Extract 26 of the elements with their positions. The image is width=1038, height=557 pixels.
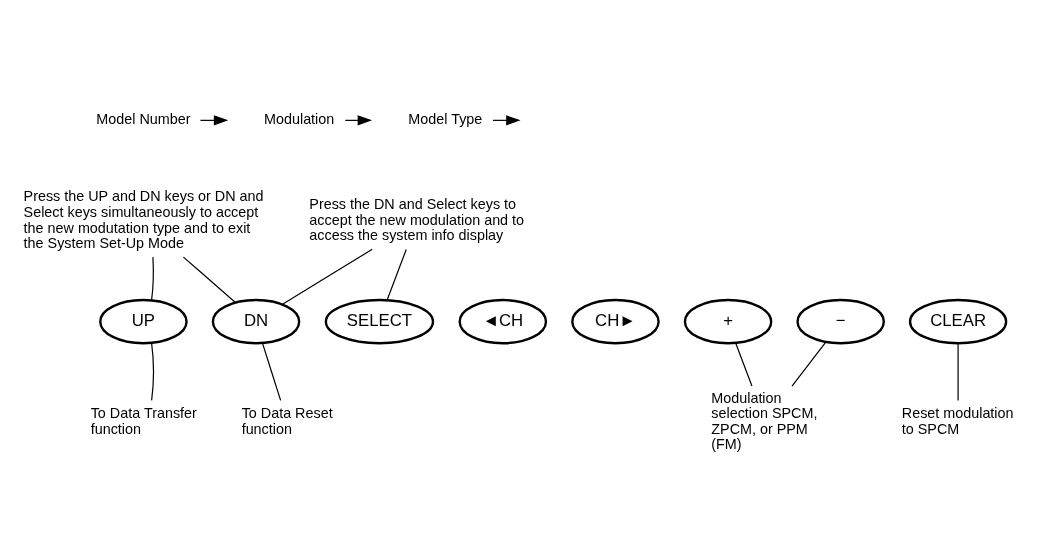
node-text: Model Type [408, 111, 483, 128]
node-ellipse: + [683, 298, 773, 345]
node-ellipse: DN [211, 298, 301, 345]
node-text: Modulation selection SPCM, ZPCM, or PPM (FM) [711, 389, 818, 453]
node-ellipse: − [796, 298, 885, 345]
node-ellipse: SELECT [324, 298, 435, 345]
node-text: Reset modulation to SPCM [901, 405, 1014, 437]
node-text: Press the DN and Select keys to accept the new modulation and to access the system info display [309, 196, 525, 244]
connector [151, 256, 154, 301]
connector [386, 248, 407, 301]
node-text: Press the UP and DN keys or DN and Select keys simultaneously to accept the new modutation type and to exit the System Set-Up Mode [23, 188, 264, 252]
connector [151, 342, 154, 401]
node-ellipse: CLEAR [908, 298, 1008, 345]
node-ellipse: CH► [571, 298, 660, 345]
connector [261, 342, 282, 401]
node-ellipse: ◄CH [458, 298, 548, 345]
node-ellipse: UP [99, 298, 188, 345]
node-text: To Data Transfer function [90, 405, 197, 437]
connector [791, 341, 827, 387]
node-text: Modulation [264, 111, 335, 128]
connector [735, 342, 753, 387]
node-text: To Data Reset function [241, 405, 333, 437]
connector [182, 256, 236, 304]
connector [957, 343, 959, 402]
connector [281, 248, 373, 306]
node-text: Model Number [96, 111, 191, 128]
